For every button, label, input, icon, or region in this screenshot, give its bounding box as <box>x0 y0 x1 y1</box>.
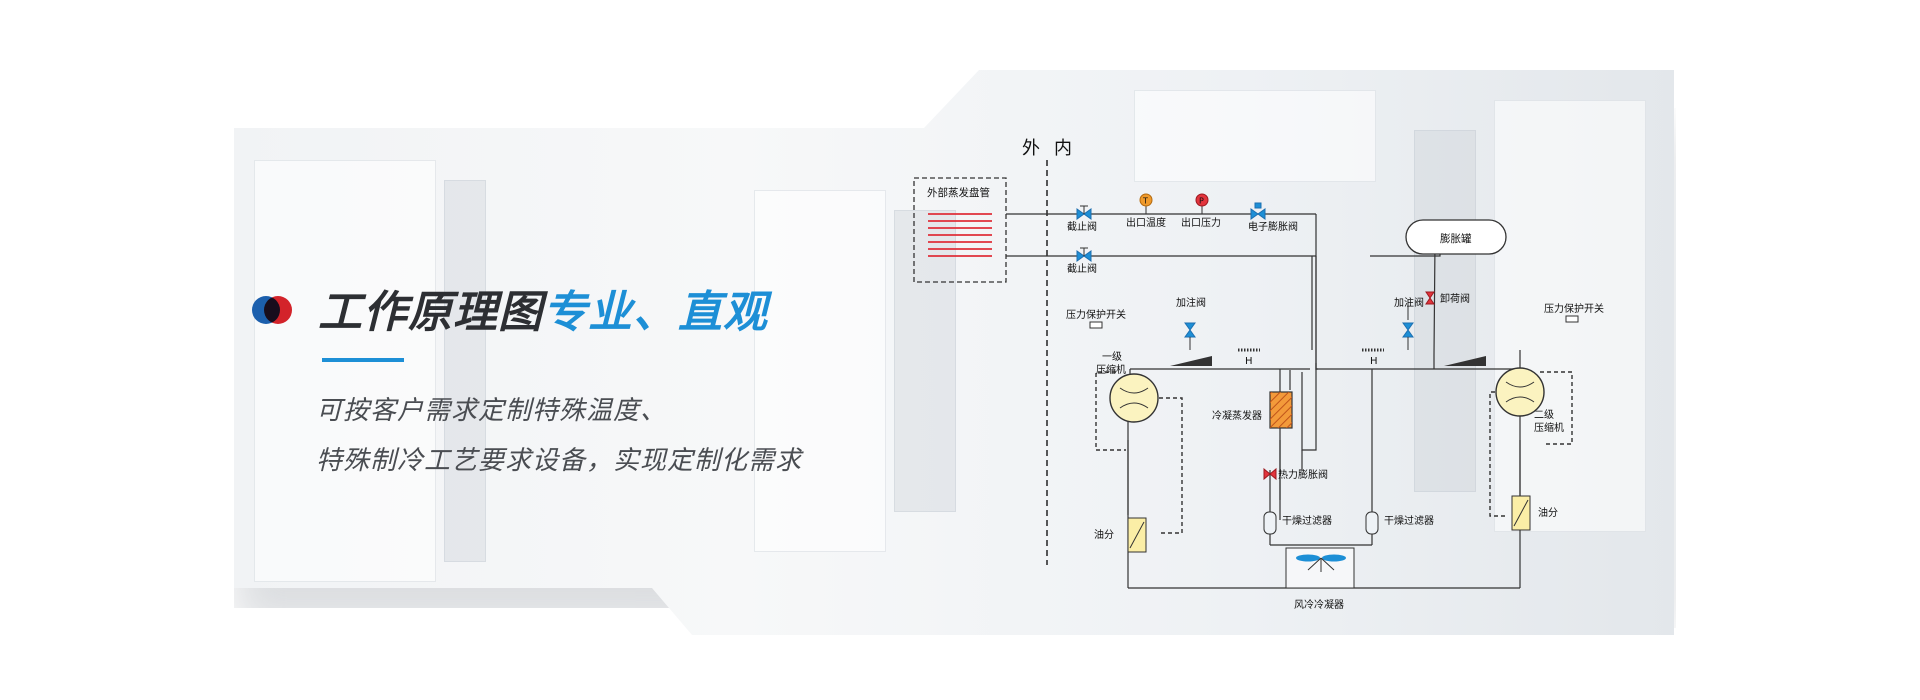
outlet-pressure-label: 出口压力 <box>1181 216 1221 229</box>
electronic-expansion-valve-icon <box>1250 202 1266 220</box>
pressure-sensor-icon <box>1195 193 1209 207</box>
external-coil-label: 外部蒸发盘管 <box>927 186 990 199</box>
outside-label: 外 <box>1022 138 1040 159</box>
description-line1: 可按客户需求定制特殊温度、 <box>316 396 668 426</box>
dryer-filter-label-1: 干燥过滤器 <box>1282 514 1332 527</box>
air-cooled-condenser-label: 风冷冷凝器 <box>1294 598 1344 611</box>
headline-part2: 专业、直观 <box>543 287 768 338</box>
oil-separator-mark <box>1129 521 1145 549</box>
dryer-filter-icon <box>1263 511 1277 535</box>
bg-panel <box>444 180 486 562</box>
charging-valve-icon <box>1402 322 1414 338</box>
stage2-compressor-label-a: 二级 <box>1534 409 1554 421</box>
stage1-compressor-blade <box>1119 387 1149 409</box>
stage2-compressor-label-b: 压缩机 <box>1534 421 1564 434</box>
bg-panel <box>254 160 436 582</box>
bg-panel <box>894 210 956 512</box>
oil-return-lines <box>1095 371 1573 534</box>
flow-arrow-icon <box>1444 356 1486 366</box>
stage2-compressor-icon <box>1495 367 1545 417</box>
oil-separator-mark <box>1513 499 1529 527</box>
electronic-expansion-valve-label: 电子膨胀阀 <box>1248 220 1298 233</box>
thermal-expansion-valve-label: 热力膨胀阀 <box>1278 468 1328 481</box>
temp-sensor-symbol: T <box>1142 197 1148 206</box>
air-cooled-condenser-box <box>1285 547 1355 589</box>
dryer-filter-label-2: 干燥过滤器 <box>1384 514 1434 527</box>
condenser-fan-icon <box>1296 554 1346 572</box>
headline: 工作原理图专业、直观 <box>318 276 768 340</box>
stage1-compressor-label-b: 压缩机 <box>1096 363 1126 376</box>
dryer-filter-icon <box>1365 511 1379 535</box>
external-coil-box <box>913 177 1007 283</box>
expansion-tank <box>1405 219 1507 255</box>
h-mark-icon: H <box>1238 348 1260 367</box>
stop-valve-icon <box>1076 205 1092 220</box>
coil-icon <box>928 213 992 257</box>
stop-valve-icon <box>1076 247 1092 262</box>
brand-dot-red <box>264 296 292 324</box>
stop-valve-label-1: 截止阀 <box>1067 220 1097 233</box>
charging-valve-icon <box>1184 322 1196 338</box>
thermal-expansion-valve-icon <box>1263 467 1277 481</box>
oil-separator-label-2: 油分 <box>1538 506 1558 519</box>
bg-panel <box>1414 130 1476 492</box>
expansion-tank-label: 膨胀罐 <box>1440 232 1472 245</box>
stage2-compressor-blade <box>1505 381 1535 403</box>
headline-part1: 工作原理图 <box>318 287 543 338</box>
svg-text:H: H <box>1245 356 1253 367</box>
bg-panel <box>754 190 886 552</box>
oil-separator-label-1: 油分 <box>1094 528 1114 541</box>
inside-label: 内 <box>1054 138 1072 159</box>
pressure-switch-icon <box>1089 321 1103 329</box>
pressure-sensor-symbol: P <box>1199 197 1204 206</box>
bg-panel <box>1134 90 1376 182</box>
cascade-evaporator-hatch <box>1270 392 1292 428</box>
stage1-compressor-icon <box>1109 373 1159 423</box>
cascade-evaporator-label: 冷凝蒸发器 <box>1212 409 1262 422</box>
outlet-temp-label: 出口温度 <box>1126 216 1166 229</box>
charging-valve-label-2: 加注阀 <box>1394 296 1424 309</box>
relief-valve-icon <box>1425 291 1435 305</box>
pressure-switch-label-2: 压力保护开关 <box>1544 302 1604 315</box>
svg-text:H: H <box>1370 356 1378 367</box>
charging-valve-label-1: 加注阀 <box>1176 296 1206 309</box>
pressure-switch-icon <box>1565 315 1579 323</box>
pressure-switch-label-1: 压力保护开关 <box>1066 308 1126 321</box>
temp-sensor-icon <box>1139 193 1153 207</box>
h-mark-icon: H <box>1362 348 1384 367</box>
description-line2: 特殊制冷工艺要求设备，实现定制化需求 <box>316 446 803 476</box>
stop-valve-label-2: 截止阀 <box>1067 262 1097 275</box>
brand-logo-icon <box>252 296 294 326</box>
flow-arrow-icon <box>1170 356 1212 366</box>
relief-valve-label: 卸荷阀 <box>1440 292 1470 305</box>
stage1-compressor-label-a: 一级 <box>1102 351 1122 363</box>
headline-underline <box>322 358 404 362</box>
